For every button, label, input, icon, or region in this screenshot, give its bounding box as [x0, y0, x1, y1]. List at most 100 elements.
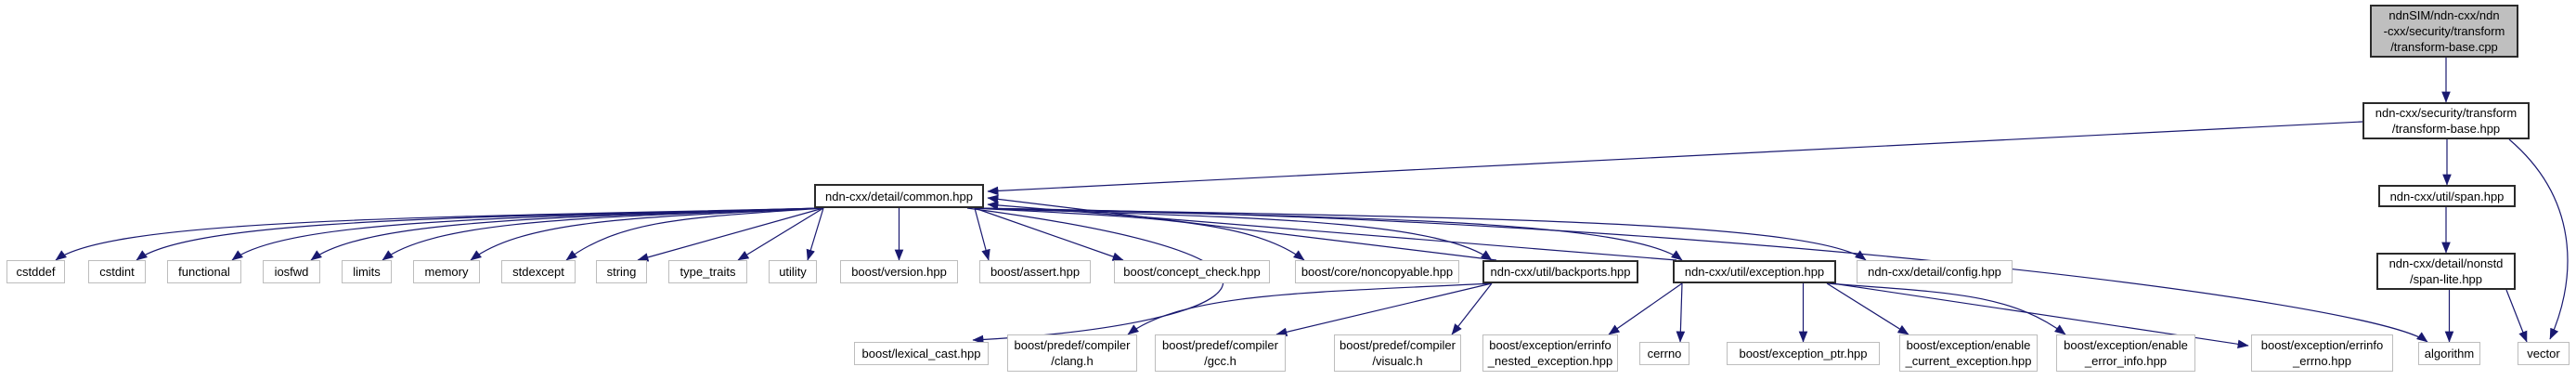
- node-boost-version: boost/version.hpp: [840, 260, 958, 283]
- node-label-line: /span-lite.hpp: [2409, 272, 2483, 286]
- edge-backports_hpp-to-common_hpp: [987, 194, 1497, 261]
- node-label-line: _nested_exception.hpp: [1487, 354, 1613, 368]
- node-algorithm: algorithm: [2418, 342, 2480, 365]
- node-common-hpp[interactable]: ndn-cxx/detail/common.hpp: [814, 184, 984, 208]
- node-span-hpp[interactable]: ndn-cxx/util/span.hpp: [2378, 185, 2516, 207]
- node-cerrno: cerrno: [1639, 342, 1689, 365]
- edge-common_hpp-to-cstdint: [136, 207, 824, 261]
- node-label-line: _error_info.hpp: [2084, 354, 2168, 368]
- node-label-line: /gcc.h: [1204, 354, 1236, 368]
- edge-common_hpp-to-iosfwd: [310, 207, 824, 261]
- node-exception-ptr: boost/exception_ptr.hpp: [1727, 342, 1880, 365]
- node-label-line: boost/assert.hpp: [990, 265, 1081, 279]
- edge-common_hpp-to-backports_hpp: [974, 207, 1493, 261]
- edge-exception_hpp-to-enable_current: [1826, 282, 1909, 335]
- node-label-line: boost/version.hpp: [851, 265, 947, 279]
- edge-backports_hpp-to-predef_visualc: [1451, 282, 1493, 335]
- node-label-line: boost/concept_check.hpp: [1123, 265, 1261, 279]
- node-predef-gcc: boost/predef/compiler/gcc.h: [1155, 334, 1286, 372]
- node-label-line: vector: [2527, 347, 2560, 360]
- node-label-line: ndn-cxx/security/transform: [2375, 106, 2518, 120]
- edge-common_hpp-to-utility: [806, 207, 824, 261]
- node-boost-assert: boost/assert.hpp: [979, 260, 1091, 283]
- edge-common_hpp-to-boost_assert: [974, 207, 990, 261]
- node-label-line: boost/exception/errinfo: [1489, 338, 1612, 352]
- node-enable-error-info: boost/exception/enable _error_info.hpp: [2056, 334, 2195, 372]
- node-label-line: _errno.hpp: [2293, 354, 2351, 368]
- node-label-line: stdexcept: [512, 265, 564, 279]
- node-memory: memory: [413, 260, 480, 283]
- node-label-line: string: [606, 265, 637, 279]
- edge-common_hpp-to-functional: [231, 207, 824, 261]
- node-predef-visualc: boost/predef/compiler/visualc.h: [1334, 334, 1461, 372]
- node-errinfo-nested: boost/exception/errinfo _nested_exception…: [1482, 334, 1618, 372]
- node-label-line: /visualc.h: [1372, 354, 1423, 368]
- edge-exception_hpp-to-errinfo_nested: [1608, 282, 1683, 335]
- node-stdexcept: stdexcept: [501, 260, 576, 283]
- node-label-line: boost/predef/compiler: [1161, 338, 1278, 352]
- node-vector: vector: [2518, 342, 2570, 365]
- node-label-line: cstdint: [99, 265, 135, 279]
- node-errinfo-errno: boost/exception/errinfo _errno.hpp: [2251, 334, 2393, 372]
- node-label-line: boost/exception_ptr.hpp: [1739, 347, 1868, 360]
- node-label-line: memory: [424, 265, 469, 279]
- node-label-line: /clang.h: [1051, 354, 1094, 368]
- node-string: string: [596, 260, 647, 283]
- node-lexical-cast: boost/lexical_cast.hpp: [854, 342, 989, 365]
- node-label-line: cerrno: [1647, 347, 1682, 360]
- node-limits: limits: [342, 260, 392, 283]
- edge-common_hpp-to-type_traits: [737, 207, 824, 261]
- node-boost-noncopyable: boost/core/noncopyable.hpp: [1295, 260, 1459, 283]
- node-label-line: ndnSIM/ndn-cxx/ndn: [2388, 8, 2500, 22]
- node-backports-hpp[interactable]: ndn-cxx/util/backports.hpp: [1482, 260, 1638, 283]
- node-span-lite-hpp[interactable]: ndn-cxx/detail/nonstd/span-lite.hpp: [2376, 253, 2516, 290]
- edge-common_hpp-to-string: [637, 207, 824, 262]
- node-functional: functional: [167, 260, 241, 283]
- node-transform-base-cpp: ndnSIM/ndn-cxx/ndn-cxx/security/transfor…: [2370, 5, 2518, 58]
- node-config-hpp: ndn-cxx/detail/config.hpp: [1857, 260, 2013, 283]
- node-label-line: boost/exception/errinfo: [2260, 338, 2384, 352]
- edge-common_hpp-to-limits: [382, 207, 824, 261]
- node-predef-clang: boost/predef/compiler/clang.h: [1007, 334, 1137, 372]
- node-exception-hpp[interactable]: ndn-cxx/util/exception.hpp: [1673, 260, 1836, 283]
- node-label-line: ndn-cxx/util/exception.hpp: [1684, 265, 1825, 279]
- node-label-line: ndn-cxx/detail/nonstd: [2388, 256, 2504, 270]
- node-label-line: ndn-cxx/detail/config.hpp: [1868, 265, 2001, 279]
- node-transform-base-hpp[interactable]: ndn-cxx/security/transform/transform-bas…: [2362, 102, 2530, 139]
- edge-common_hpp-to-stdexcept: [565, 207, 824, 261]
- node-label-line: /transform-base.cpp: [2390, 40, 2498, 54]
- node-label-line: ndn-cxx/util/span.hpp: [2389, 189, 2505, 203]
- node-iosfwd: iosfwd: [263, 260, 320, 283]
- node-utility: utility: [769, 260, 817, 283]
- edge-common_hpp-to-cstddef: [55, 207, 824, 261]
- node-type-traits: type_traits: [668, 260, 747, 283]
- edge-exception_hpp-to-enable_error_info: [1826, 282, 2066, 335]
- node-label-line: functional: [178, 265, 230, 279]
- node-label-line: boost/exception/enable: [2064, 338, 2188, 352]
- edge-common_hpp-to-lexical_cast: [966, 207, 1223, 345]
- edge-common_hpp-to-boost_concept_check: [974, 207, 1124, 261]
- node-enable-current: boost/exception/enable _current_exception…: [1899, 334, 2038, 372]
- edge-transform_base_hpp-to-vector: [2508, 138, 2569, 340]
- node-label-line: boost/exception/enable: [1906, 338, 2031, 352]
- edge-exception_hpp-to-common_hpp: [987, 201, 1677, 261]
- node-label-line: boost/core/noncopyable.hpp: [1301, 265, 1454, 279]
- node-label-line: ndn-cxx/util/backports.hpp: [1490, 265, 1631, 279]
- edge-backports_hpp-to-predef_gcc: [1275, 282, 1493, 337]
- node-label-line: _current_exception.hpp: [1905, 354, 2032, 368]
- node-label-line: ndn-cxx/detail/common.hpp: [825, 189, 973, 203]
- edge-common_hpp-to-exception_hpp: [974, 207, 1683, 261]
- edge-backports_hpp-to-predef_clang: [1127, 282, 1493, 335]
- node-boost-concept-check: boost/concept_check.hpp: [1114, 260, 1270, 283]
- node-label-line: limits: [353, 265, 381, 279]
- node-label-line: iosfwd: [274, 265, 309, 279]
- edge-transform_base_hpp-to-common_hpp: [987, 121, 2363, 196]
- node-label-line: cstddef: [16, 265, 56, 279]
- edge-common_hpp-to-memory: [470, 207, 824, 261]
- node-label-line: boost/predef/compiler: [1014, 338, 1131, 352]
- node-cstdint: cstdint: [88, 260, 146, 283]
- node-label-line: algorithm: [2424, 347, 2475, 360]
- node-cstddef: cstddef: [6, 260, 65, 283]
